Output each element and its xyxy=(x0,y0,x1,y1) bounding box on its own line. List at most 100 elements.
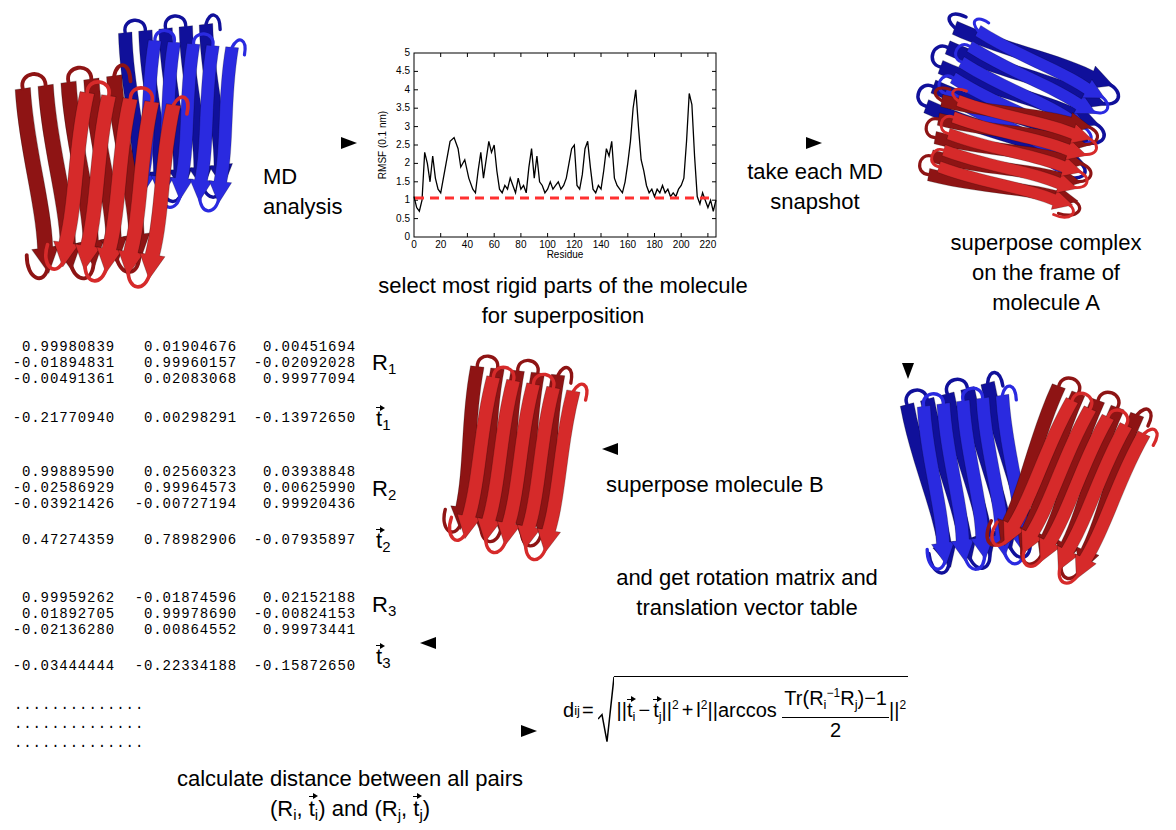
step-text-box: superpose molecule B xyxy=(606,470,896,500)
matrix-name: R xyxy=(372,476,388,501)
matrix-cell: -0.02586929 xyxy=(0,480,115,496)
matrix-cell: 0.01892705 xyxy=(0,606,115,622)
formula-symbol: ( xyxy=(802,687,809,709)
matrix-cell: 0.99960157 xyxy=(115,355,237,371)
formula-symbol: 2 xyxy=(830,719,841,741)
vector-cell: -0.22334188 xyxy=(115,658,237,674)
formula-symbol: || xyxy=(889,699,899,721)
matrix-name: R xyxy=(372,350,388,375)
matrix-table: 0.99959262-0.018745960.02152188 0.018927… xyxy=(0,590,356,638)
protein-complex xyxy=(1,11,246,290)
vector-cell: -0.21770940 xyxy=(0,410,115,426)
vector-cell: 0.47274359 xyxy=(0,532,115,548)
caption-index: j xyxy=(419,806,422,823)
vector-cell: -0.13972650 xyxy=(237,410,356,426)
axis-tick: 0 xyxy=(404,231,410,242)
step-label: , xyxy=(401,796,413,821)
formula-symbol: Tr xyxy=(784,687,802,709)
axis-tick: 3.5 xyxy=(396,102,410,113)
vector-cell: 0.78982906 xyxy=(115,532,237,548)
vector-table: 0.472743590.78982906-0.07935897 xyxy=(0,532,356,548)
axis-tick: 4.5 xyxy=(396,65,410,76)
step-text-box: take each MD snapshot xyxy=(725,157,905,217)
step-label: , xyxy=(297,796,309,821)
matrix-cell: 0.03938848 xyxy=(237,464,356,480)
axis-tick: 2 xyxy=(404,157,410,168)
distance-formula: dij= ||ti−tj||2+l2||arccos Tr(Ri−1Rj)−1 … xyxy=(563,676,908,744)
step-text-box: select most rigid parts of the molecule … xyxy=(378,271,748,331)
matrix-table: 0.998895900.025603230.03938848 -0.025869… xyxy=(0,464,356,512)
matrix-cell: -0.03921426 xyxy=(0,496,115,512)
formula-symbol: = xyxy=(582,699,594,722)
vector-cell: -0.03444444 xyxy=(0,658,115,674)
axis-title: RMSF (0.1 nm) xyxy=(377,95,389,195)
axis-tick: 20 xyxy=(435,239,446,250)
axis-tick: 180 xyxy=(646,239,663,250)
axis-tick: 80 xyxy=(515,239,526,250)
formula-symbol: ||arccos xyxy=(707,699,776,721)
axis-tick: 60 xyxy=(489,239,500,250)
formula-index: j xyxy=(855,697,858,712)
matrix-cell: -0.01874596 xyxy=(115,590,237,606)
vector-cell: -0.15872650 xyxy=(237,658,356,674)
matrix-cell: 0.99973441 xyxy=(237,622,356,638)
vector-name: t xyxy=(376,406,382,432)
matrix-name: R xyxy=(372,592,388,617)
axis-tick: 2.5 xyxy=(396,139,410,150)
axis-tick: 220 xyxy=(700,239,717,250)
matrix-cell: 0.01904676 xyxy=(115,339,237,355)
axis-tick: 1.5 xyxy=(396,176,410,187)
axis-title: Residue xyxy=(547,249,584,260)
matrix-cell: 0.02152188 xyxy=(237,590,356,606)
axis-tick: 5 xyxy=(404,47,410,58)
axis-title: RMSF (0.1 nm) xyxy=(377,111,388,179)
formula-symbol: )−1 xyxy=(858,687,887,709)
matrix-cell: -0.02092028 xyxy=(237,355,356,371)
radical-sign xyxy=(598,676,614,744)
matrix-cell: 0.00451694 xyxy=(237,339,356,355)
ellipsis: .............. xyxy=(14,696,144,715)
step-label: MD analysis xyxy=(263,164,342,219)
matrix-cell: 0.99978690 xyxy=(115,606,237,622)
flow-arrowhead xyxy=(341,137,914,737)
formula-exponent: 2 xyxy=(899,698,906,712)
step-label: t xyxy=(413,794,419,824)
formula-symbol: || xyxy=(617,699,627,721)
vector-index: 1 xyxy=(382,416,390,433)
axis-tick: 0 xyxy=(411,239,417,250)
formula-symbol: || xyxy=(662,699,672,721)
matrix-cell: 0.99980839 xyxy=(0,339,115,355)
axis-tick: 200 xyxy=(673,239,690,250)
vector-cell: -0.07935897 xyxy=(237,532,356,548)
vector-table: -0.217709400.00298291-0.13972650 xyxy=(0,410,356,426)
step-label: ) and (R xyxy=(318,796,397,821)
step-label: superpose molecule B xyxy=(606,472,824,497)
step-label: select most rigid parts of the molecule … xyxy=(378,273,747,328)
step-label: take each MD snapshot xyxy=(747,159,883,214)
matrix-cell: 0.99964573 xyxy=(115,480,237,496)
axis-tick: 140 xyxy=(593,239,610,250)
matrix-cell: 0.99920436 xyxy=(237,496,356,512)
protein-molecule xyxy=(442,353,589,563)
formula-index: i xyxy=(824,697,827,712)
formula-symbol: − xyxy=(638,699,650,721)
axis-tick: 1 xyxy=(404,194,410,205)
matrix-cell: -0.00727194 xyxy=(115,496,237,512)
matrix-index: 1 xyxy=(388,360,396,377)
formula-exponent: −1 xyxy=(827,686,841,700)
step-label: ) xyxy=(423,796,430,821)
matrix-cell: -0.00491361 xyxy=(0,371,115,387)
matrix-cell: 0.02560323 xyxy=(115,464,237,480)
vector-name: t xyxy=(376,644,382,670)
step-text-box: superpose complex on the frame of molecu… xyxy=(940,228,1152,318)
formula-symbol: d xyxy=(563,699,574,722)
formula-exponent: 2 xyxy=(701,698,708,712)
formula-symbol: + xyxy=(682,699,694,721)
caption-index: j xyxy=(398,806,401,823)
vector-cell: 0.00298291 xyxy=(115,410,237,426)
step-text-box: MD analysis xyxy=(263,162,371,222)
step-label: and get rotation matrix and translation … xyxy=(616,565,878,620)
matrix-table: 0.999808390.019046760.00451694 -0.018948… xyxy=(0,339,356,387)
ellipsis: .............. xyxy=(14,715,144,734)
matrix-index: 2 xyxy=(388,486,396,503)
